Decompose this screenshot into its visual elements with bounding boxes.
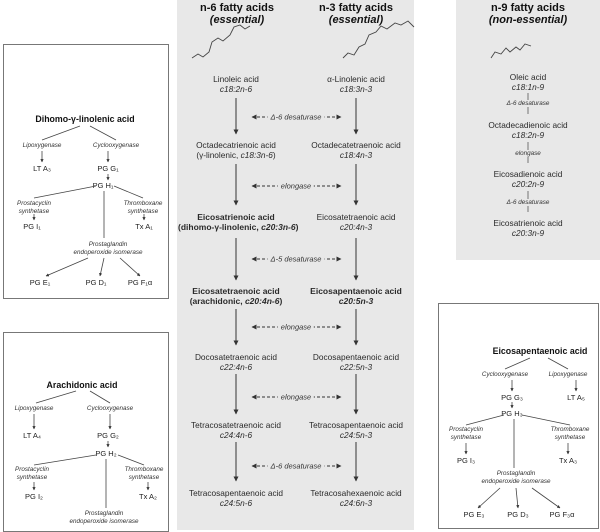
enzyme-label-d6-desaturase: Δ-6 desaturase [267,461,325,471]
n3-header: n-3 fatty acids(essential) [319,2,393,26]
n6-arachidonic: Eicosatetraenoic acid (arachidonic, c20:… [189,286,283,306]
n6-n3-column-background [177,0,414,530]
n6-dgla: Eicosatrienoic acid (dihomo-γ-linolenic,… [178,212,299,232]
dgla-eicosanoid-box [3,44,169,299]
epa-pgh: PG H₃ [501,409,523,418]
enzyme-label-elongase: elongase [277,181,315,191]
n9-header: n-9 fatty acids(non-essential) [488,2,568,26]
epa-pgg: PG G₃ [501,393,523,402]
aa-prostacyclin-synthetase: Prostacyclin synthetase [15,466,49,481]
epa-lipoxygenase: Lipoxygenase [548,371,588,378]
arachidonic-eicosanoid-box [3,332,169,532]
dgla-pgh: PG H₁ [92,181,114,190]
epa-thromboxane-synthetase: Thromboxane synthetase [550,426,590,441]
dgla-endoperoxide-isomerase: Prostaglandin endoperoxide isomerase [73,241,143,256]
epa-tx: Tx A₃ [558,456,578,465]
aa-cyclooxygenase: Cyclooxygenase [86,405,134,412]
dgla-pgd: PG D₁ [85,278,107,287]
epa-endoperoxide-isomerase: Prostaglandin endoperoxide isomerase [481,470,551,485]
dgla-pge: PG E₁ [29,278,51,287]
linoleic-molecule [191,24,251,59]
aa-lipoxygenase: Lipoxygenase [14,405,54,412]
dgla-lipoxygenase: Lipoxygenase [22,142,62,149]
dgla-cyclooxygenase: Cyclooxygenase [92,142,140,149]
epa-pgd: PG D₃ [507,510,529,519]
n9-enzyme-elongase: elongase [515,150,541,157]
epa-box-title: Eicosapentaenoic acid [492,346,588,356]
dgla-pgi: PG I₁ [23,222,41,231]
epa-eicosanoid-box [438,303,599,529]
dgla-box-title: Dihomo-γ-linolenic acid [35,114,135,124]
aa-pgg: PG G₂ [97,431,119,440]
dgla-lt: LT A₃ [33,164,51,173]
n9-enzyme-d6-desaturase: Δ-6 desaturase [506,199,550,206]
enzyme-label-elongase: elongase [277,322,315,332]
aa-tx: Tx A₂ [139,492,157,501]
n6-header: n-6 fatty acids(essential) [200,2,274,26]
enzyme-label-d5-desaturase: Δ-5 desaturase [267,254,325,264]
dgla-pgf: PG F₁α [127,278,153,287]
epa-pgf: PG F₃α [549,510,575,519]
epa-pgi: PG I₃ [456,456,476,465]
n9-enzyme-d6-desaturase: Δ-6 desaturase [506,100,550,107]
aa-pgh: PG H₂ [95,449,117,458]
enzyme-label-elongase: elongase [277,392,315,402]
epa-lt: LT A₅ [567,393,585,402]
aa-thromboxane-synthetase: Thromboxane synthetase [124,466,164,481]
epa-prostacyclin-synthetase: Prostacyclin synthetase [449,426,483,441]
n6-gamma-linolenic: Octadecatrienoic acid (γ-linolenic, c18:… [196,140,276,160]
aa-pgi: PG I₂ [25,492,43,501]
alpha-linolenic-molecule [342,20,415,59]
dgla-tx: Tx A₁ [135,222,153,231]
epa-cyclooxygenase: Cyclooxygenase [481,371,529,378]
aa-box-title: Arachidonic acid [46,380,118,390]
aa-lt: LT A₄ [23,431,41,440]
n9-column-background [456,0,600,260]
epa-pge: PG E₃ [463,510,485,519]
dgla-pgg: PG G₁ [97,164,119,173]
oleic-molecule [490,43,532,59]
dgla-thromboxane-synthetase: Thromboxane synthetase [123,200,163,215]
enzyme-label-d6-desaturase: Δ-6 desaturase [267,112,325,122]
dgla-prostacyclin-synthetase: Prostacyclin synthetase [17,200,51,215]
aa-endoperoxide-isomerase: Prostaglandin endoperoxide isomerase [69,510,139,525]
